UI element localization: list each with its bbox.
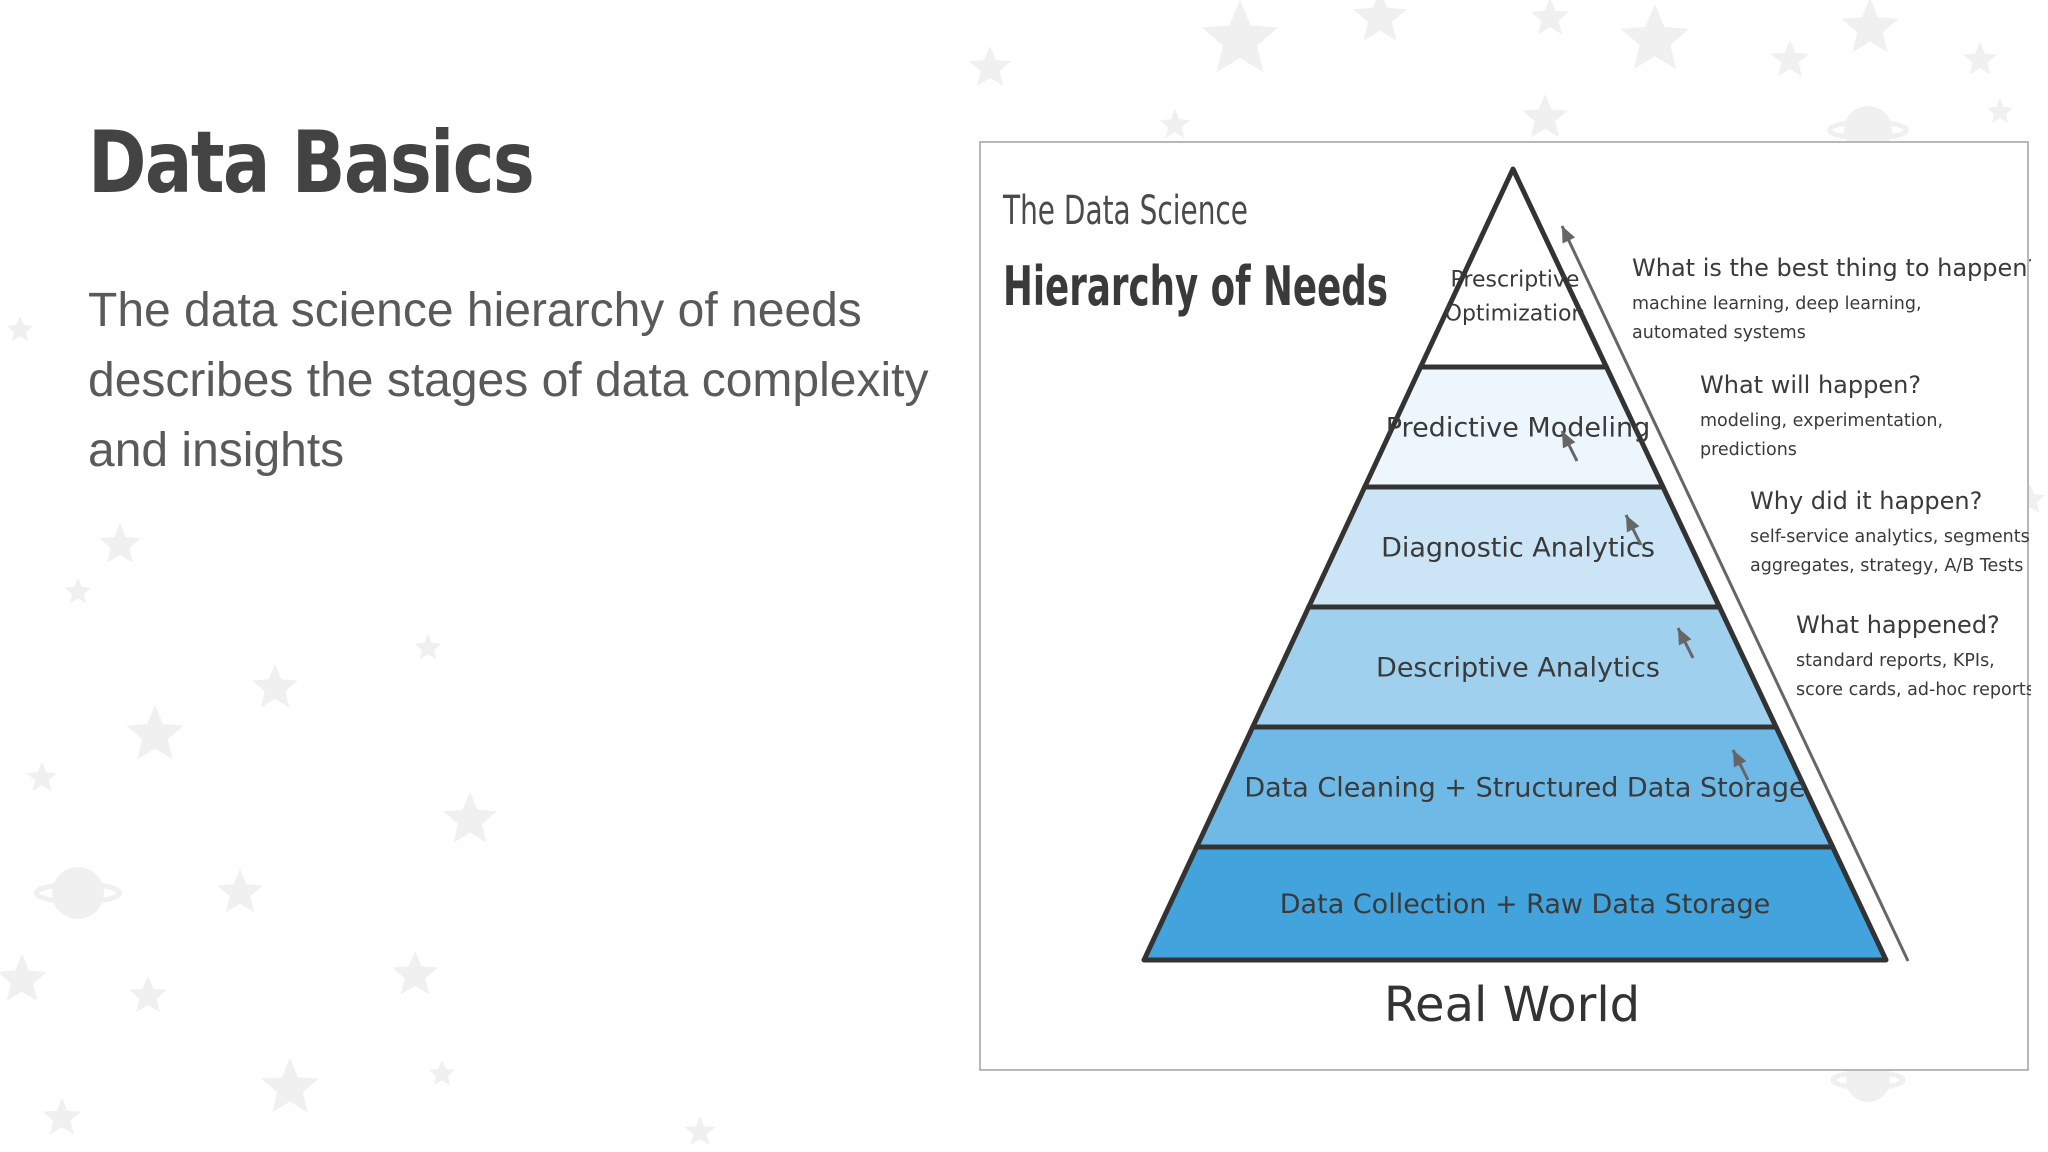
arrow-icon <box>1624 514 1643 546</box>
star-icon <box>1841 0 1899 53</box>
star-icon <box>1986 98 2014 124</box>
pyramid-tier: Data Collection + Raw Data Storage <box>1141 844 1889 963</box>
star-icon <box>443 792 497 843</box>
star-icon <box>99 523 141 563</box>
pyramid-tier: Predictive Modeling <box>1362 364 1666 490</box>
tier-label: Descriptive Analytics <box>1376 653 1660 684</box>
question-annotation: What will happen? modeling, experimentati… <box>1700 371 1943 460</box>
star-icon <box>1771 40 1809 77</box>
pyramid-tier: Data Cleaning + Structured Data Storage <box>1194 724 1836 850</box>
question-detail: aggregates, strategy, A/B Tests <box>1750 556 2023 576</box>
tier-shape <box>1141 844 1889 963</box>
star-icon <box>252 664 298 708</box>
star-icon <box>392 951 438 995</box>
question-detail: machine learning, deep learning, <box>1632 294 1922 314</box>
star-icon <box>1202 0 1278 73</box>
figure-heading-line2: Hierarchy of Needs <box>1003 255 1388 318</box>
star-icon <box>1159 109 1191 138</box>
star-icon <box>129 976 167 1013</box>
arrow-icon <box>1676 627 1695 659</box>
star-icon <box>43 1098 81 1135</box>
star-icon <box>414 634 442 660</box>
star-icon <box>217 869 263 913</box>
tier-label: Predictive Modeling <box>1386 412 1651 443</box>
tier-label: Data Collection + Raw Data Storage <box>1280 889 1770 920</box>
question-title: What happened? <box>1796 611 2000 639</box>
question-annotation: What is the best thing to happen? machine… <box>1632 254 2031 343</box>
star-icon <box>1962 42 1998 75</box>
star-icon <box>1620 4 1690 70</box>
star-icon <box>6 316 34 342</box>
question-detail: automated systems <box>1632 323 1806 343</box>
question-title: What is the best thing to happen? <box>1632 254 2031 282</box>
arrow-icon <box>1560 430 1579 462</box>
star-icon <box>126 705 184 760</box>
figure-heading-line1: The Data Science <box>1002 188 1248 234</box>
tier-label: Optimization <box>1445 302 1586 327</box>
hierarchy-of-needs-figure: The Data Science Hierarchy of Needs Pres… <box>979 141 2031 1071</box>
question-annotations: What is the best thing to happen? machine… <box>1632 254 2031 700</box>
question-annotation: What happened? standard reports, KPIs, sco… <box>1796 611 2031 700</box>
star-icon <box>0 954 47 1001</box>
star-icon <box>1353 0 1407 41</box>
star-icon <box>684 1116 716 1145</box>
question-detail: self-service analytics, segments, <box>1750 527 2031 547</box>
star-icon <box>26 762 58 791</box>
question-detail: modeling, experimentation, <box>1700 411 1943 431</box>
planet-icon <box>33 867 123 919</box>
star-icon <box>1531 0 1569 35</box>
question-detail: predictions <box>1700 440 1797 460</box>
arrow-icon <box>1560 225 1910 962</box>
question-annotation: Why did it happen? self-service analytics… <box>1750 487 2031 576</box>
question-detail: standard reports, KPIs, <box>1796 651 1995 671</box>
tier-label: Prescriptive <box>1451 268 1580 293</box>
question-title: What will happen? <box>1700 371 1921 399</box>
pyramid-tier: Diagnostic Analytics <box>1306 484 1722 610</box>
slide-title: Data Basics <box>88 113 535 213</box>
arrow-icon <box>1731 749 1750 781</box>
star-icon <box>969 46 1011 86</box>
hierarchy-diagram: The Data Science Hierarchy of Needs Pres… <box>1002 166 2031 1033</box>
question-title: Why did it happen? <box>1750 487 1982 515</box>
tier-label: Data Cleaning + Structured Data Storage <box>1244 773 1805 804</box>
tier-label: Diagnostic Analytics <box>1381 532 1655 563</box>
star-icon <box>261 1058 319 1113</box>
arrows <box>1560 225 1910 962</box>
slide-body-text: The data science hierarchy of needs desc… <box>88 284 929 477</box>
star-icon <box>428 1060 456 1086</box>
question-detail: score cards, ad-hoc reports <box>1796 680 2031 700</box>
pyramid-tier: Descriptive Analytics <box>1250 604 1779 730</box>
base-label: Real World <box>1384 977 1640 1033</box>
star-icon <box>64 578 92 604</box>
star-icon <box>1522 94 1568 138</box>
